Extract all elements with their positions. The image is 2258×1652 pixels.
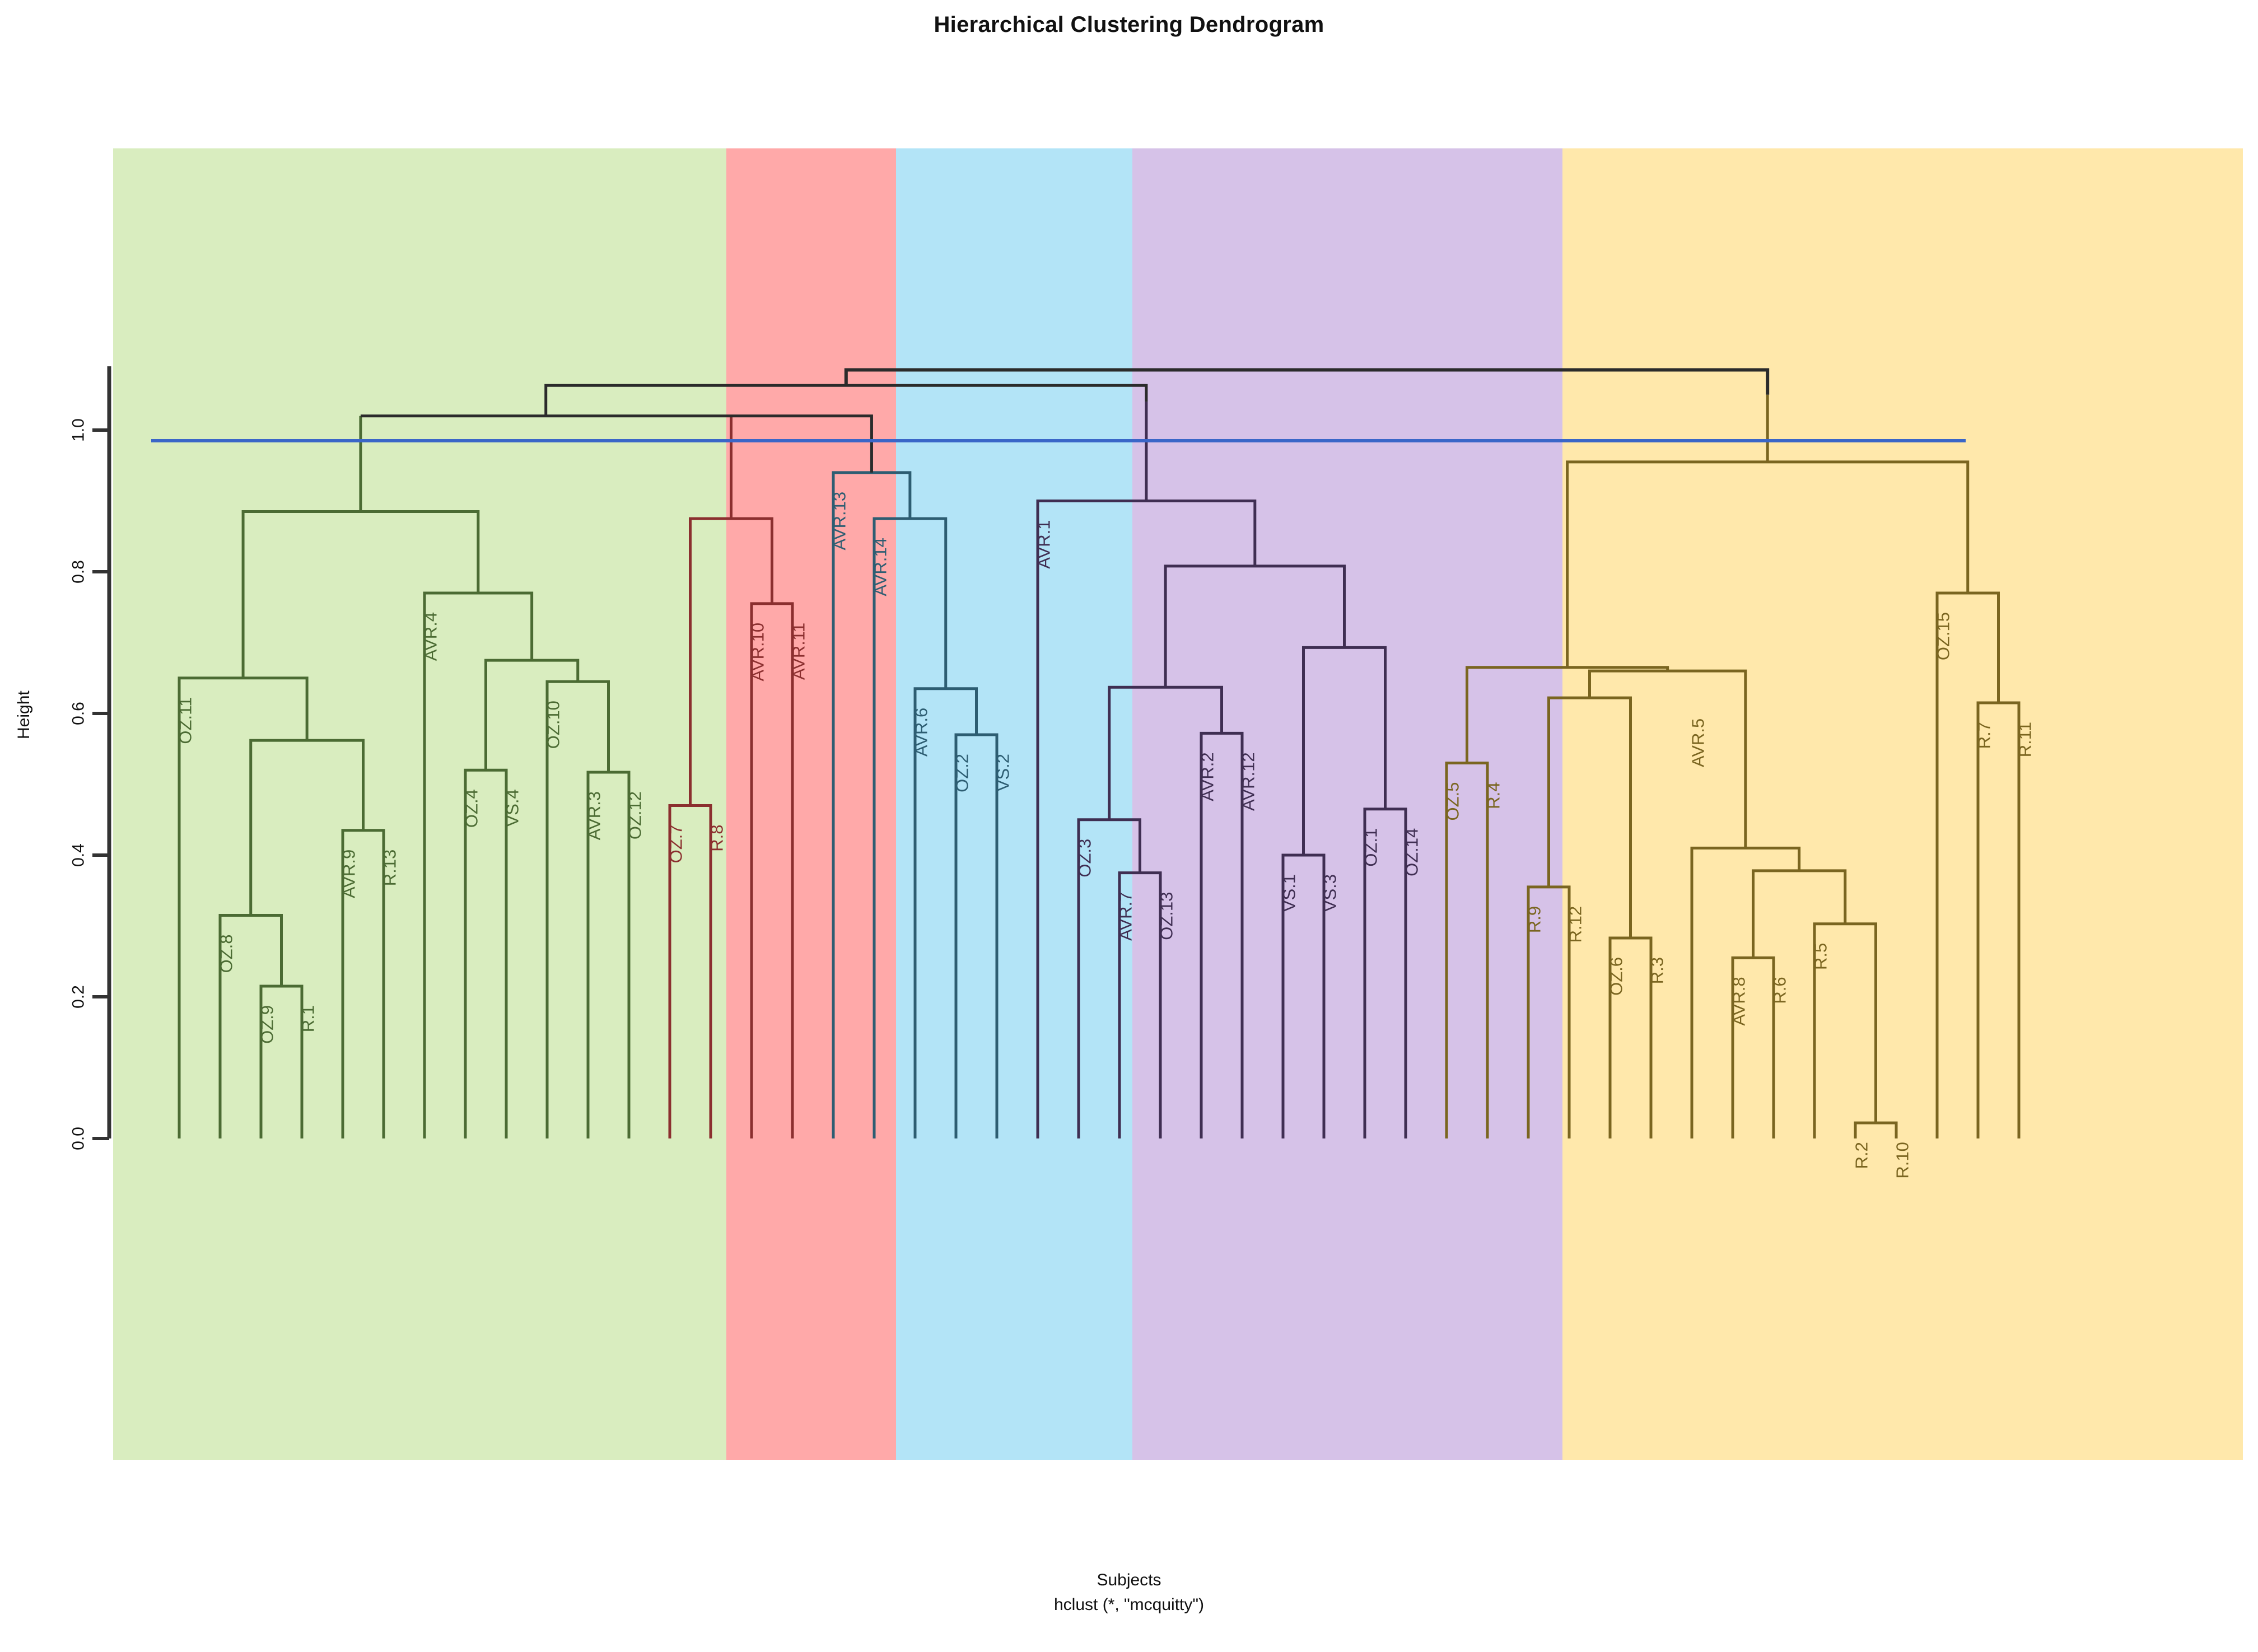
leaf-label: R.8 [707, 824, 727, 851]
leaf-label: OZ.14 [1402, 828, 1422, 876]
leaf-label: R.10 [1893, 1142, 1912, 1178]
leaf-label: AVR.13 [830, 492, 850, 550]
leaf-label: AVR.9 [339, 850, 359, 898]
dendrogram-link [1118, 871, 1162, 1138]
y-tick-label: 1.0 [69, 418, 88, 442]
x-axis-label: Subjects hclust (*, "mcquitty") [0, 1568, 2258, 1617]
leaf-label: OZ.5 [1443, 782, 1463, 821]
dendrogram-link [1608, 936, 1653, 1138]
cluster-rect-group [113, 148, 2243, 1460]
leaf-label: R.2 [1852, 1142, 1872, 1169]
leaf-label: VS.2 [993, 754, 1013, 791]
leaf-label: OZ.11 [176, 697, 195, 744]
leaf-label: AVR.14 [871, 538, 890, 596]
dendrogram-link [1731, 956, 1775, 1138]
leaf-label: AVR.12 [1239, 752, 1258, 811]
leaf-label: R.5 [1811, 943, 1831, 970]
leaf-label: AVR.3 [585, 791, 604, 840]
dendrogram-link [259, 984, 304, 1138]
cluster-rect-5 [1562, 148, 2243, 1460]
leaf-label: OZ.13 [1157, 892, 1177, 940]
leaf-label: R.11 [2016, 722, 2035, 757]
dendrogram-link [218, 914, 283, 1138]
leaf-label: OZ.1 [1361, 828, 1381, 867]
leaf-label: AVR.7 [1116, 892, 1136, 941]
cluster-rect-3 [896, 148, 1132, 1460]
y-axis-group: 0.0 0.2 0.4 0.6 0.8 1.0 [69, 366, 111, 1150]
leaf-label: AVR.10 [748, 623, 768, 682]
leaf-label: VS.4 [503, 789, 522, 827]
leaf-label: AVR.11 [789, 623, 809, 680]
leaf-label: OZ.15 [1934, 612, 1953, 660]
cluster-rect-2 [726, 148, 896, 1460]
leaf-label: AVR.1 [1034, 520, 1054, 569]
dendrogram-link [1363, 808, 1407, 1138]
leaf-label: OZ.8 [217, 935, 236, 973]
dendrogram-link [1527, 885, 1571, 1138]
leaf-label: AVR.8 [1729, 977, 1749, 1025]
leaf-label: R.6 [1770, 977, 1790, 1004]
y-tick-label: 0.8 [69, 560, 88, 584]
y-tick-label: 0.4 [69, 843, 88, 867]
leaf-label: OZ.9 [258, 1005, 277, 1044]
leaf-label: OZ.3 [1075, 839, 1095, 878]
leaf-label: OZ.7 [666, 824, 686, 863]
leaf-label: R.7 [1975, 722, 1994, 749]
dendrogram-link [750, 602, 794, 1138]
dendrogram-link [1466, 666, 1669, 763]
leaf-label: OZ.2 [953, 754, 972, 792]
leaf-label: OZ.6 [1607, 957, 1626, 996]
leaf-label: R.12 [1566, 906, 1585, 942]
dendrogram-tree-group [178, 368, 2021, 1138]
leaf-label: OZ.12 [626, 791, 645, 839]
leaf-label: AVR.6 [912, 708, 931, 757]
dendrogram-link-root [731, 414, 873, 473]
y-tick-label: 0.2 [69, 985, 88, 1009]
dendrogram-link [1976, 701, 2021, 1138]
leaf-label: R.9 [1525, 906, 1545, 933]
leaf-label: AVR.2 [1198, 752, 1217, 801]
leaf-label: AVR.4 [421, 612, 441, 661]
leaf-label: OZ.10 [544, 701, 563, 749]
x-axis-label-line1: Subjects [1097, 1571, 1161, 1589]
leaf-label: AVR.5 [1688, 718, 1708, 767]
page-title: Hierarchical Clustering Dendrogram [934, 12, 1324, 37]
dendrogram-link-root [844, 368, 1770, 395]
dendrogram-link [484, 659, 580, 771]
leaf-label: VS.3 [1321, 874, 1340, 912]
leaf-label: R.1 [298, 1005, 318, 1032]
leaf-label: R.13 [380, 850, 400, 886]
y-tick-label: 0.0 [69, 1127, 88, 1150]
cluster-rect-1 [113, 148, 726, 1460]
y-tick-label: 0.6 [69, 702, 88, 725]
x-axis-label-line2: hclust (*, "mcquitty") [1053, 1595, 1205, 1614]
leaf-label: R.3 [1648, 957, 1667, 984]
leaf-label: VS.1 [1280, 874, 1299, 912]
cluster-rect-4 [1132, 148, 1562, 1460]
leaf-label: OZ.4 [462, 789, 482, 828]
leaf-label: R.4 [1484, 782, 1504, 809]
